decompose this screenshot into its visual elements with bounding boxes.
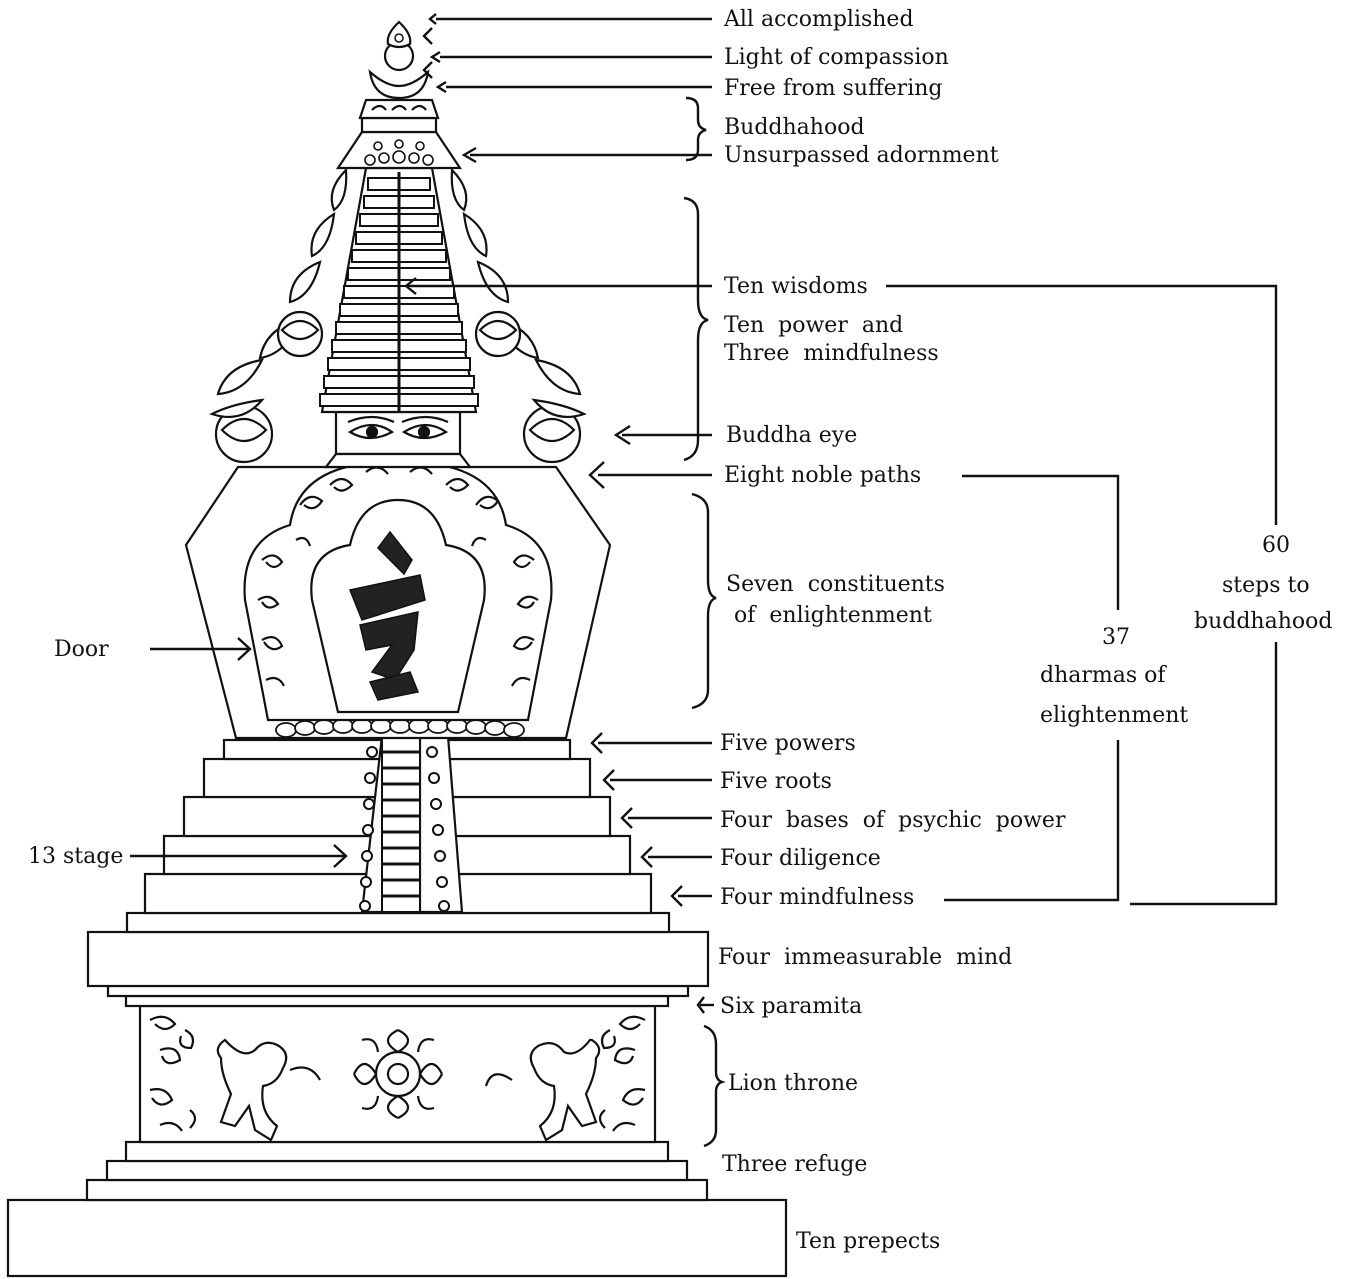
base-ten-precepts: [6, 1198, 788, 1278]
base-step-1: [124, 1140, 670, 1163]
label-four-bases: Four bases of psychic power: [720, 808, 1066, 833]
crown-ornament-detail: [371, 104, 427, 111]
canopy-beads: [364, 139, 434, 166]
labels: All accomplished Light of compassion Fre…: [28, 7, 1332, 1254]
label-seven-line2: of enlightenment: [734, 603, 932, 628]
label-seven-line1: Seven constituents: [726, 572, 945, 597]
label-light-of-compassion: Light of compassion: [724, 45, 949, 70]
label-buddhahood: Buddhahood: [724, 115, 865, 140]
label-ten-wisdoms: Ten wisdoms: [724, 274, 868, 299]
harmika-eye-box: [334, 410, 462, 456]
lion-throne-ornaments: [149, 1015, 646, 1142]
label-eight-noble-paths: Eight noble paths: [724, 463, 921, 488]
label-six-paramita: Six paramita: [720, 994, 862, 1019]
step-base: [125, 911, 671, 934]
label-ten-power-line1: Ten power and: [724, 313, 903, 338]
label-three-refuge: Three refuge: [722, 1152, 867, 1177]
label-unsurpassed-adornment: Unsurpassed adornment: [724, 143, 999, 168]
group37-line1: dharmas of: [1040, 663, 1167, 688]
group60-number: 60: [1262, 533, 1290, 558]
base-step-3: [85, 1178, 709, 1202]
stupa-illustration: [6, 20, 788, 1278]
group60-line1: steps to: [1222, 573, 1310, 598]
group37-line2: elightenment: [1040, 703, 1188, 728]
moon-crescent: [368, 69, 430, 100]
group60-line2: buddhahood: [1194, 609, 1332, 634]
canopy-band: [360, 116, 438, 134]
crown-ornament: [358, 98, 440, 120]
spire-leaves-right: [450, 167, 587, 464]
label-buddha-eye: Buddha eye: [726, 423, 857, 448]
buddha-eyes: [347, 415, 449, 440]
label-all-accomplished: All accomplished: [723, 7, 914, 32]
label-door: Door: [54, 637, 109, 662]
group37-number: 37: [1102, 625, 1130, 650]
label-five-powers: Five powers: [720, 731, 856, 756]
label-ten-prepects: Ten prepects: [796, 1229, 940, 1254]
four-immeasurable-block: [86, 930, 710, 988]
label-five-roots: Five roots: [720, 769, 832, 794]
group-brackets: [886, 284, 1278, 906]
label-free-from-suffering: Free from suffering: [724, 76, 943, 101]
label-four-immeasurable: Four immeasurable mind: [718, 945, 1012, 970]
leader-lines: [130, 13, 726, 1148]
label-ten-power-line2: Three mindfulness: [724, 341, 939, 366]
label-four-mindfulness: Four mindfulness: [720, 885, 914, 910]
label-lion-throne: Lion throne: [728, 1071, 858, 1096]
label-13-stage: 13 stage: [28, 844, 123, 869]
seed-syllable: [348, 530, 426, 701]
label-four-diligence: Four diligence: [720, 846, 881, 871]
base-step-2: [105, 1159, 689, 1182]
lion-throne: [138, 1004, 657, 1144]
spire-leaves-left: [209, 167, 348, 464]
ladder: [359, 734, 464, 914]
ledge-upper: [106, 984, 690, 998]
six-paramita-ledge: [124, 994, 670, 1008]
dome-cap: [323, 452, 473, 469]
